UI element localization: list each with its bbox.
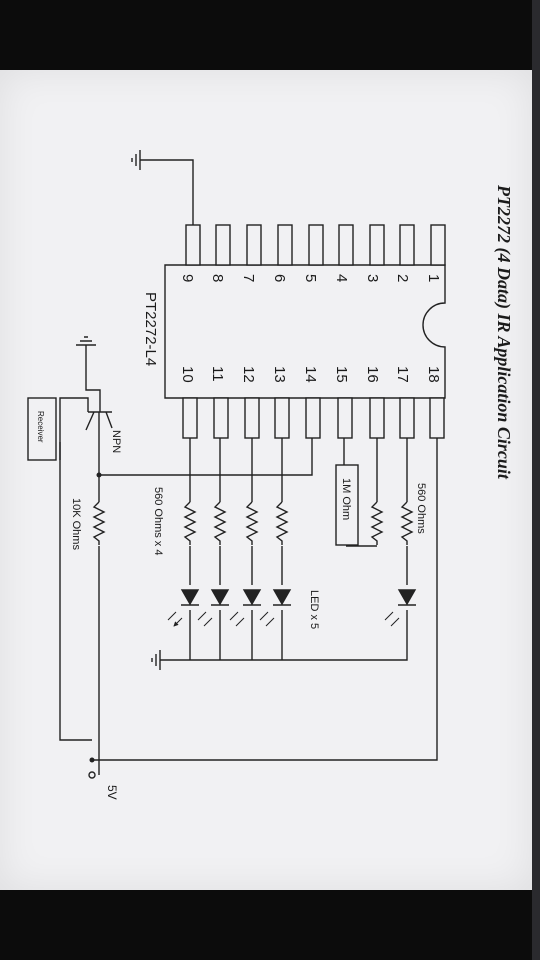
pin-label-11: 11 [209, 366, 226, 382]
receiver-wire [59, 397, 89, 460]
diagram-title: PT2272 (4 Data) IR Application Circuit [493, 184, 514, 480]
pin-label-16: 16 [364, 366, 381, 383]
pin-label-14: 14 [302, 366, 319, 383]
pin-box-5 [308, 224, 324, 266]
label-r-top: 560 Ohms [415, 483, 427, 534]
led-ground-bus [185, 610, 408, 661]
wire-pin14 [99, 438, 313, 476]
led-10 [180, 589, 200, 606]
monitor-screen [0, 70, 534, 890]
pin-box-4 [338, 224, 354, 266]
label-vcc: 5V [105, 785, 119, 800]
resistor-560-11 [213, 501, 227, 545]
npn-transistor [85, 345, 113, 431]
pin-box-9 [185, 224, 201, 266]
led-12 [242, 589, 262, 606]
wire-pin18 [92, 438, 438, 761]
pin-label-7: 7 [240, 274, 257, 282]
chip-body [164, 264, 446, 399]
ground-wire-top [140, 159, 194, 230]
pin-box-8 [215, 224, 231, 266]
resistor-1m-box [335, 464, 359, 546]
junction-dot [89, 757, 95, 763]
pin-label-4: 4 [333, 274, 350, 282]
pin-label-13: 13 [271, 366, 288, 383]
pin-label-5: 5 [302, 274, 319, 282]
led-11 [210, 589, 230, 606]
resistor-560-10 [183, 501, 197, 545]
resistor-560-top [400, 501, 414, 545]
ground-symbol-led [151, 650, 185, 670]
pin-box-7 [246, 224, 262, 266]
receiver-box [27, 397, 57, 461]
pin-label-12: 12 [240, 366, 257, 383]
led-top [397, 589, 417, 606]
ground-symbol-top [131, 150, 141, 170]
vcc-terminal [88, 771, 96, 779]
monitor-bezel [532, 0, 540, 960]
pin-label-17: 17 [394, 366, 411, 383]
pin-box-3 [369, 224, 385, 266]
pin-label-18: 18 [425, 366, 442, 383]
pin-label-8: 8 [209, 274, 226, 282]
resistor-10k [92, 501, 106, 545]
label-led: LED x 5 [308, 590, 320, 629]
pin-label-1: 1 [425, 274, 442, 282]
pin-label-2: 2 [394, 274, 411, 282]
pin-box-17 [399, 397, 415, 439]
label-receiver: Receiver [36, 411, 45, 443]
chip-label: PT2272-L4 [142, 292, 159, 366]
receiver-supply [59, 442, 92, 741]
pin-box-12 [244, 397, 260, 439]
led-rays [167, 611, 400, 626]
label-npn: NPN [110, 430, 122, 453]
pin-box-11 [213, 397, 229, 439]
resistor-560-12 [245, 501, 259, 545]
junction-dot [96, 472, 102, 478]
pin-box-13 [274, 397, 290, 439]
pin-box-14 [305, 397, 321, 439]
pin-box-18 [429, 397, 445, 439]
resistor-560-13 [275, 501, 289, 545]
led-13 [272, 589, 292, 606]
pin-box-1 [430, 224, 446, 266]
pin-label-6: 6 [271, 274, 288, 282]
label-r-bank: 560 Ohms x 4 [152, 487, 164, 555]
resistor-1m [370, 501, 384, 545]
pin-label-15: 15 [333, 366, 350, 383]
pin-label-10: 10 [179, 366, 196, 383]
label-r-10k: 10K Ohms [70, 498, 82, 550]
label-r-1m: 1M Ohm [340, 478, 352, 520]
pin-box-16 [369, 397, 385, 439]
wire-pin15 [343, 438, 377, 547]
pin-box-15 [337, 397, 353, 439]
pin-box-6 [277, 224, 293, 266]
pin-box-10 [182, 397, 198, 439]
pin-label-3: 3 [364, 274, 381, 282]
ground-symbol-npn [76, 336, 96, 346]
pin-label-9: 9 [179, 274, 196, 282]
pin-box-2 [399, 224, 415, 266]
